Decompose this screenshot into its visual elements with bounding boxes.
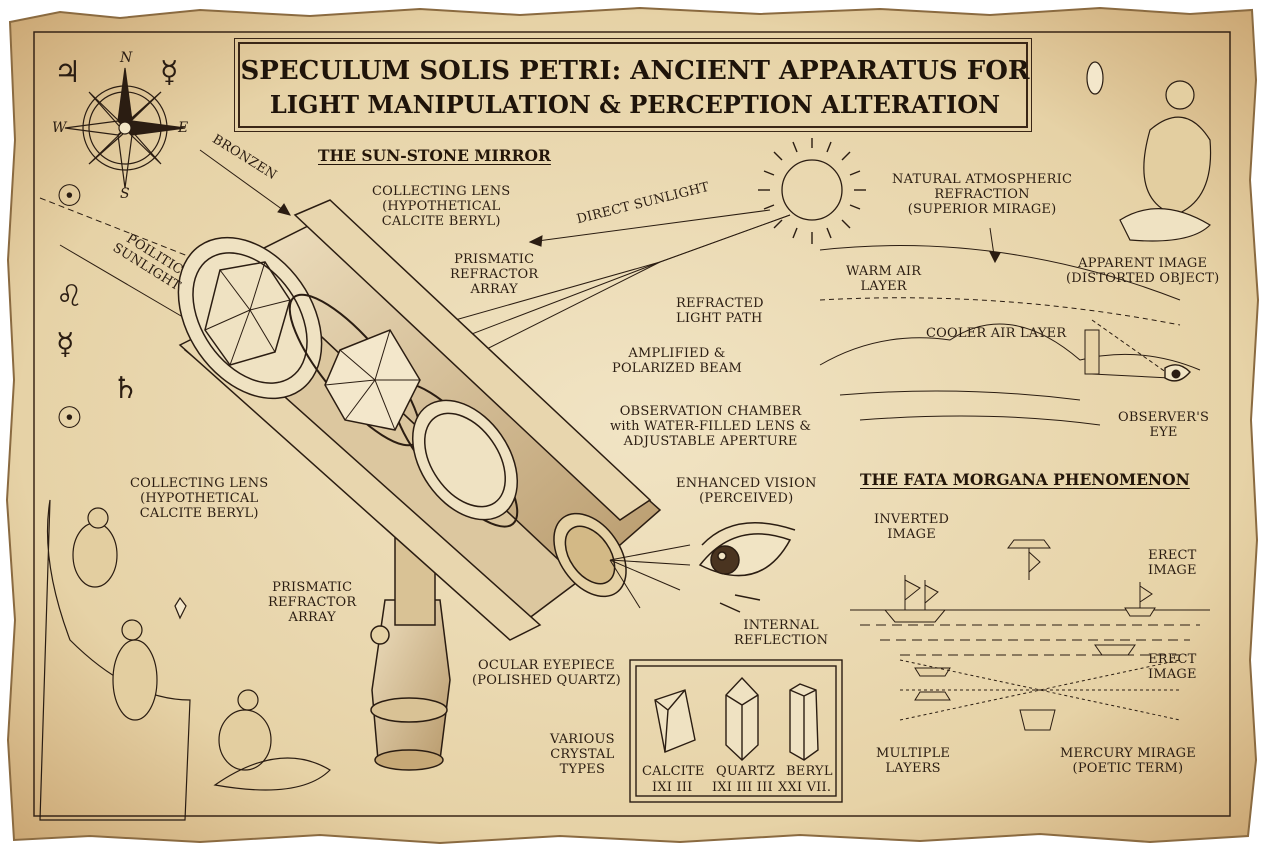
layered-ship-icon [914, 644, 1136, 731]
leo-icon: ♌ [56, 279, 83, 314]
title-line-2: LIGHT MANIPULATION & PERCEPTION ALTERATI… [269, 90, 1001, 119]
sun-stone-apparatus [177, 199, 662, 771]
mercury-icon: ☿ [160, 55, 179, 90]
label-mercury-mirage: MERCURY MIRAGE (POETIC TERM) [1060, 746, 1196, 776]
label-apparent-image: APPARENT IMAGE (DISTORTED OBJECT) [1066, 256, 1220, 286]
sun-symbol-icon-2: ☉ [56, 401, 83, 436]
compass-rose-icon [64, 67, 186, 189]
sun-symbol-icon: ☉ [56, 179, 83, 214]
section-sun-stone: THE SUN-STONE MIRROR [318, 146, 551, 165]
deity-figure-top-right [1086, 61, 1212, 242]
figures-bottom-left [39, 499, 331, 821]
ship-icon [1124, 582, 1156, 617]
compass-west-label: W [52, 120, 67, 136]
crystal-beryl-code: XXI VII. [778, 780, 832, 795]
eyepiece-beams [609, 544, 691, 609]
quartz-crystal-icon [725, 676, 759, 761]
section-fata-morgana: THE FATA MORGANA PHENOMENON [860, 470, 1190, 489]
label-enhanced-vision: ENHANCED VISION (PERCEIVED) [676, 476, 817, 506]
label-various-crystal-types: VARIOUS CRYSTAL TYPES [550, 732, 615, 777]
label-prismatic-top: PRISMATIC REFRACTOR ARRAY [450, 252, 539, 297]
label-multiple-layers: MULTIPLE LAYERS [876, 746, 951, 776]
inner-frame [33, 31, 1231, 817]
title-box: SPECULUM SOLIS PETRI: ANCIENT APPARATUS … [234, 38, 1032, 132]
crystal-quartz-code: IXI III III [712, 780, 773, 795]
label-observation-chamber: OBSERVATION CHAMBER with WATER-FILLED LE… [610, 404, 812, 449]
fata-morgana-scene [850, 539, 1210, 731]
title-line-1: SPECULUM SOLIS PETRI: ANCIENT APPARATUS … [240, 56, 1030, 86]
ship-icon [883, 575, 947, 623]
crystal-calcite-code: IXI III [652, 780, 693, 795]
compass-east-label: E [178, 120, 189, 136]
crystal-beryl-name: BERYL [786, 764, 833, 779]
compass-north-label: N [120, 50, 133, 66]
label-erect-image-2: ERECT IMAGE [1148, 652, 1197, 682]
label-collecting-lens-left: COLLECTING LENS (HYPOTHETICAL CALCITE BE… [130, 476, 269, 521]
crystal-calcite-name: CALCITE [642, 764, 705, 779]
label-inverted-image: INVERTED IMAGE [874, 512, 950, 542]
mirage-diagram [819, 227, 1201, 426]
mercury-icon-2: ☿ [56, 327, 75, 362]
crystals-box [629, 659, 843, 803]
label-cooler-air: COOLER AIR LAYER [926, 326, 1067, 341]
label-prismatic-bottom: PRISMATIC REFRACTOR ARRAY [268, 580, 357, 625]
sun-icon [758, 138, 866, 244]
label-amplified-beam: AMPLIFIED & POLARIZED BEAM [612, 346, 742, 376]
label-collecting-lens-top: COLLECTING LENS (HYPOTHETICAL CALCITE BE… [372, 184, 511, 229]
label-internal-reflection: INTERNAL REFLECTION [734, 618, 829, 648]
eye-icon [698, 521, 796, 613]
compass-south-label: S [120, 186, 130, 202]
label-observers-eye: OBSERVER'S EYE [1118, 410, 1210, 440]
mythic-figures [39, 61, 1212, 821]
crystal-quartz-name: QUARTZ [716, 764, 776, 779]
label-refracted-light-path: REFRACTED LIGHT PATH [676, 296, 764, 326]
label-warm-air: WARM AIR LAYER [846, 264, 922, 294]
label-ocular-eyepiece: OCULAR EYEPIECE (POLISHED QUARTZ) [472, 658, 621, 688]
jupiter-icon: ♃ [54, 55, 81, 90]
label-erect-image-1: ERECT IMAGE [1148, 548, 1197, 578]
beryl-crystal-icon [789, 683, 819, 761]
label-natural-refraction: NATURAL ATMOSPHERIC REFRACTION (SUPERIOR… [892, 172, 1073, 217]
saturn-icon: ♄ [112, 371, 139, 406]
calcite-crystal-icon [654, 689, 696, 753]
inverted-ship-icon [1007, 539, 1051, 580]
